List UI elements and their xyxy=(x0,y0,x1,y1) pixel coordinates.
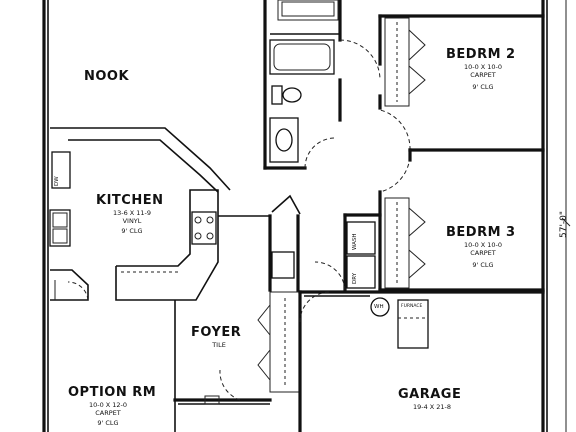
hall-closet-door xyxy=(271,194,301,215)
burner-2 xyxy=(206,216,214,224)
kitchen-pantry xyxy=(50,269,89,301)
burner-1 xyxy=(194,216,202,224)
dry-label: DRY xyxy=(352,272,358,284)
burner-3 xyxy=(194,232,202,240)
pantry-door-swing xyxy=(67,281,89,301)
bedrm2-closet-door-lower xyxy=(408,65,426,95)
kitchen-floor: VINYL xyxy=(122,217,142,225)
bedrm3-door-swing xyxy=(379,149,411,193)
kitchen-sink-basin-1 xyxy=(52,212,68,228)
dishwasher xyxy=(51,151,71,189)
bedrm2-floor: CARPET xyxy=(470,71,496,79)
nook-label: NOOK xyxy=(84,69,130,84)
option-rm-floor: CARPET xyxy=(95,409,121,417)
coat-closet-door-upper xyxy=(257,304,271,336)
bedrm3-closet-door-lower xyxy=(408,249,426,279)
wash-label: WASH xyxy=(352,233,358,250)
overall-depth-dimension: 57'-0" xyxy=(559,210,569,238)
linen-closet xyxy=(277,0,339,21)
kitchen-counter-top-inner xyxy=(68,139,219,193)
bedrm2-closet xyxy=(384,17,410,107)
garage-door-swing xyxy=(299,291,331,323)
vanity-sink xyxy=(275,128,293,152)
kitchen-sink-basin-2 xyxy=(52,228,68,244)
option-rm-dims: 10-0 X 12-0 xyxy=(88,401,128,409)
foyer-label: FOYER xyxy=(191,325,242,340)
bath-door-swing xyxy=(339,39,381,81)
coat-closet-door-lower xyxy=(257,349,271,381)
option-rm-label: OPTION RM xyxy=(68,385,157,400)
bedrm2-label: BEDRM 2 xyxy=(446,47,516,62)
garage-dims: 19-4 X 21-8 xyxy=(412,403,452,411)
dimension-tick xyxy=(561,217,571,227)
furnace-label: FURNACE xyxy=(401,304,423,309)
front-door-swing xyxy=(219,369,241,401)
toilet-bowl xyxy=(282,87,302,103)
door-threshold xyxy=(204,395,220,405)
bathtub xyxy=(269,39,335,75)
dryer xyxy=(346,255,376,289)
garage-label: GARAGE xyxy=(398,387,462,402)
laundry-door-swing xyxy=(314,261,346,291)
bedrm3-closet-door-upper xyxy=(408,207,426,237)
kitchen-sink xyxy=(49,209,71,247)
furnace xyxy=(397,299,429,349)
washer xyxy=(346,221,376,255)
bedrm3-label: BEDRM 3 xyxy=(446,225,516,240)
bedrm3-ceiling: 9' CLG xyxy=(472,261,494,269)
kitchen-counter-top-outer xyxy=(50,127,231,191)
bedrm2-dims: 10-0 X 10-0 xyxy=(463,63,503,71)
option-rm-ceiling: 9' CLG xyxy=(97,419,119,427)
hall-sink xyxy=(271,251,295,279)
bedrm2-ceiling: 9' CLG xyxy=(472,83,494,91)
kitchen-dims: 13-6 X 11-9 xyxy=(112,209,152,217)
linen-closet-shelf xyxy=(281,1,335,17)
bedrm2-closet-door-upper xyxy=(408,29,426,61)
bedrm3-closet xyxy=(384,197,410,289)
wh-label: WH xyxy=(374,304,384,310)
kitchen-island xyxy=(115,189,219,301)
kitchen-label: KITCHEN xyxy=(96,193,164,208)
kitchen-ceiling: 9' CLG xyxy=(121,227,143,235)
bath-door-swing-lower xyxy=(304,137,336,169)
bathtub-basin xyxy=(273,43,331,71)
bedrm3-dims: 10-0 X 10-0 xyxy=(463,241,503,249)
bedrm2-door-swing xyxy=(379,109,411,151)
bedrm3-floor: CARPET xyxy=(470,249,496,257)
toilet-tank xyxy=(271,85,283,105)
range xyxy=(191,211,217,245)
foyer-floor: TILE xyxy=(212,341,226,349)
burner-4 xyxy=(206,232,214,240)
water-heater xyxy=(370,297,390,317)
dw-label: DW xyxy=(54,176,60,186)
